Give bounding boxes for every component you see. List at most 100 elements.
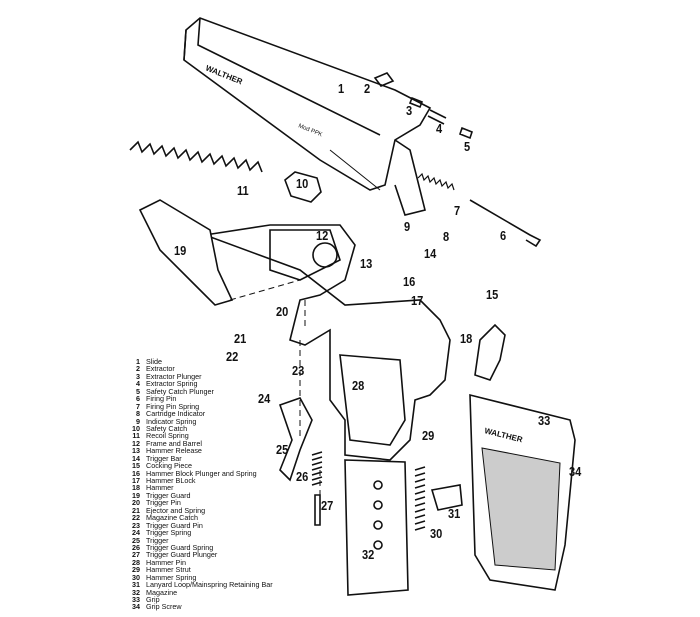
legend-item-number: 12 [132,438,140,448]
legend-item-name: Trigger Spring [146,528,192,538]
firing-pin-drawing [469,199,542,248]
legend-item: 15 Cocking Piece [126,461,273,471]
legend-item-name: Hammer Release [146,446,202,456]
legend-item-number: 23 [132,520,140,530]
legend-item-number: 15 [132,461,140,471]
legend-item-number: 9 [136,416,140,426]
legend-item-number: 20 [132,498,140,508]
callout-17: 17 [411,293,424,308]
legend-item: 7 Firing Pin Spring [126,401,273,411]
callout-30: 30 [430,526,443,541]
legend-item: 3 Extractor Plunger [126,371,273,381]
legend-item-number: 17 [132,476,140,485]
legend-item-number: 19 [132,490,140,500]
legend-item: 23 Trigger Guard Pin [126,520,273,530]
trigger-guard-drawing [138,199,234,306]
grip-drawing [469,393,576,591]
recoil-spring-drawing [129,140,263,173]
legend-item: 20 Trigger Pin [126,498,273,508]
callout-28: 28 [352,378,365,393]
legend-item-name: Safety Catch [146,423,188,433]
callout-13: 13 [360,256,373,271]
callout-23: 23 [292,363,305,378]
legend-item-name: Recoil Spring [146,431,189,441]
legend-item-number: 32 [132,587,140,597]
legend-item-name: Grip [146,595,160,604]
callout-4: 4 [436,121,443,136]
legend-item-name: Slide [146,357,162,366]
legend-item-number: 2 [136,364,140,374]
legend-item-name: Magazine Catch [146,513,198,523]
lanyard-bar-drawing [430,484,463,511]
legend-item-name: Trigger Pin [146,498,181,508]
legend-item-name: Trigger Bar [146,453,182,463]
callout-11: 11 [237,183,249,198]
legend-item-number: 10 [132,423,140,433]
legend-item-name: Cocking Piece [146,461,192,471]
trigger-drawing [278,397,313,482]
callout-16: 16 [403,274,416,289]
assembly-guide-lines [229,279,321,495]
safety-catch-drawing [284,171,322,203]
callout-34: 34 [569,464,582,479]
callout-2: 2 [364,81,371,96]
callout-19: 19 [174,243,187,258]
legend-item-name: Safety Catch Plunger [146,386,214,396]
callout-3: 3 [406,103,413,118]
legend-item-number: 26 [132,542,140,552]
legend-item: 9 Indicator Spring [126,416,273,426]
legend-item-name: Indicator Spring [146,416,197,426]
callout-22: 22 [226,349,239,364]
trigger-guard-spring-drawing [311,451,323,486]
legend-item-name: Hammer [146,483,174,493]
legend-item-name: Trigger Guard Pin [146,520,203,530]
legend-item-number: 25 [132,535,140,545]
callout-18: 18 [460,331,473,346]
callout-5: 5 [464,139,471,154]
frame-drawing [201,224,451,461]
callout-27: 27 [321,498,334,513]
slide-drawing [183,17,432,216]
legend-item: 32 Magazine [126,587,273,597]
extractor-parts-drawing [373,72,473,140]
callout-6: 6 [500,228,507,243]
legend-item-name: Hammer BLock [146,476,196,485]
legend-item-number: 29 [132,565,140,575]
legend-item-name: Magazine [146,587,178,597]
legend-item-number: 31 [132,580,140,590]
legend-item: 4 Extractor Spring [126,379,273,389]
legend-item-name: Extractor Spring [146,379,198,389]
callout-20: 20 [276,304,289,319]
legend-item-number: 7 [136,401,140,411]
legend-item-name: Trigger Guard Spring [146,542,214,552]
legend-item-number: 6 [136,394,140,404]
callout-24: 24 [258,391,271,406]
legend-item-number: 28 [132,557,140,567]
legend-item-number: 14 [132,453,140,463]
legend-item-name: Hammer Block Plunger and Spring [146,468,257,478]
legend-item-number: 4 [136,379,140,389]
legend-item-name: Firing Pin Spring [146,401,200,411]
legend-item-name: Grip Screw [146,602,182,612]
legend-item-number: 13 [132,446,140,456]
legend-item-name: Hammer Spring [146,572,197,582]
legend-item-number: 3 [136,371,140,381]
legend-item-name: Extractor Plunger [146,371,202,381]
callout-31: 31 [448,506,461,521]
legend-item-name: Frame and Barrel [146,438,202,448]
legend-item-number: 5 [136,386,140,396]
